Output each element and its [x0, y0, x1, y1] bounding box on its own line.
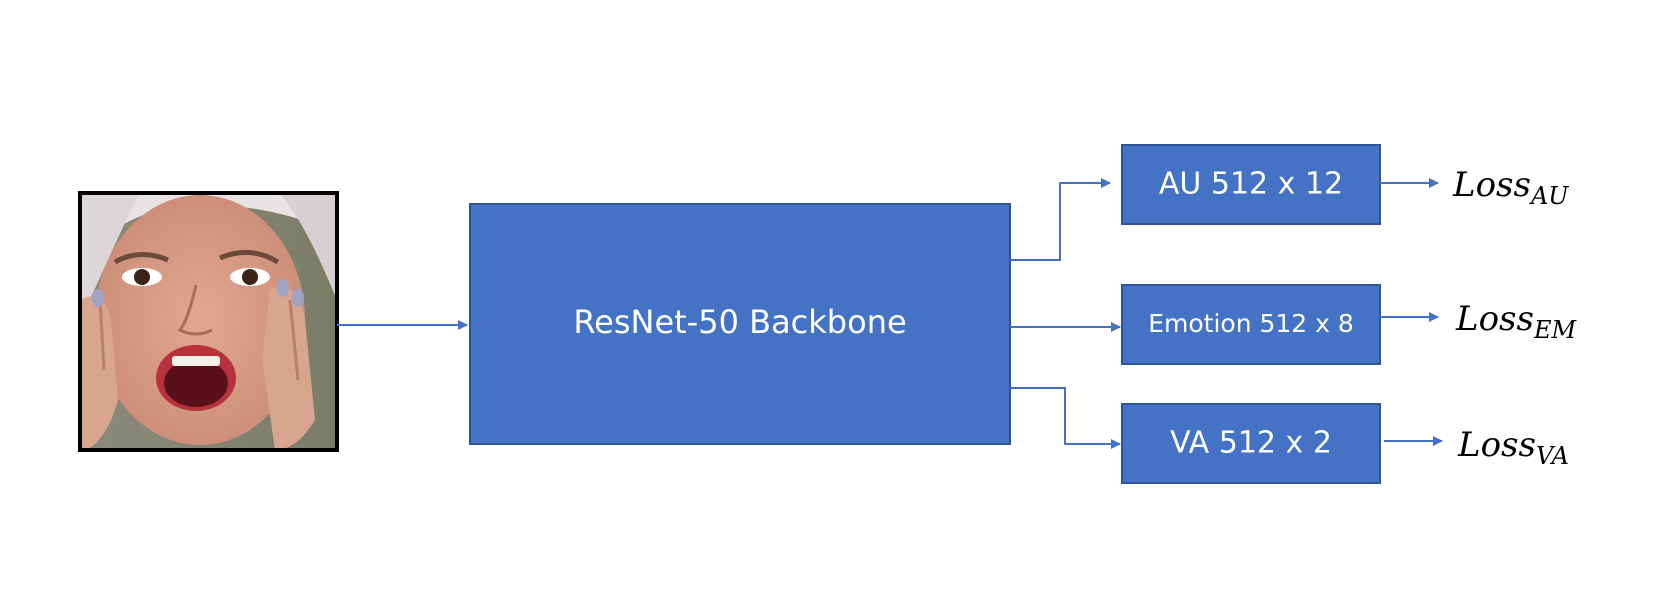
va-label: VA 512 x 2: [1170, 426, 1332, 461]
loss-em-main: Loss: [1455, 299, 1534, 339]
head-au: AU 512 x 12 LossAU: [1121, 144, 1569, 225]
image-border: [78, 191, 339, 452]
loss-au: LossAU: [1452, 165, 1569, 210]
au-box: [1121, 144, 1381, 225]
loss-va-main: Loss: [1457, 425, 1536, 465]
head-emotion: Emotion 512 x 8 LossEM: [1121, 284, 1577, 365]
loss-va: LossVA: [1457, 425, 1569, 470]
emotion-box: [1121, 284, 1381, 365]
head-va: VA 512 x 2 LossVA: [1121, 403, 1569, 484]
arrow-backbone-to-au: [1010, 178, 1111, 261]
backbone-label: ResNet-50 Backbone: [573, 303, 906, 341]
face-photo-icon: [80, 193, 337, 450]
loss-au-main: Loss: [1452, 165, 1531, 205]
backbone-box: [469, 203, 1011, 445]
emotion-label: Emotion 512 x 8: [1148, 309, 1354, 338]
loss-em: LossEM: [1455, 299, 1577, 344]
input-face-image: [78, 191, 339, 452]
va-box: [1121, 403, 1381, 484]
au-label: AU 512 x 12: [1159, 167, 1343, 202]
loss-em-sub: EM: [1533, 316, 1578, 344]
backbone-block: ResNet-50 Backbone: [469, 203, 1011, 445]
loss-va-sub: VA: [1536, 442, 1569, 470]
loss-au-sub: AU: [1529, 182, 1569, 210]
arrow-backbone-to-va: [1010, 387, 1121, 449]
